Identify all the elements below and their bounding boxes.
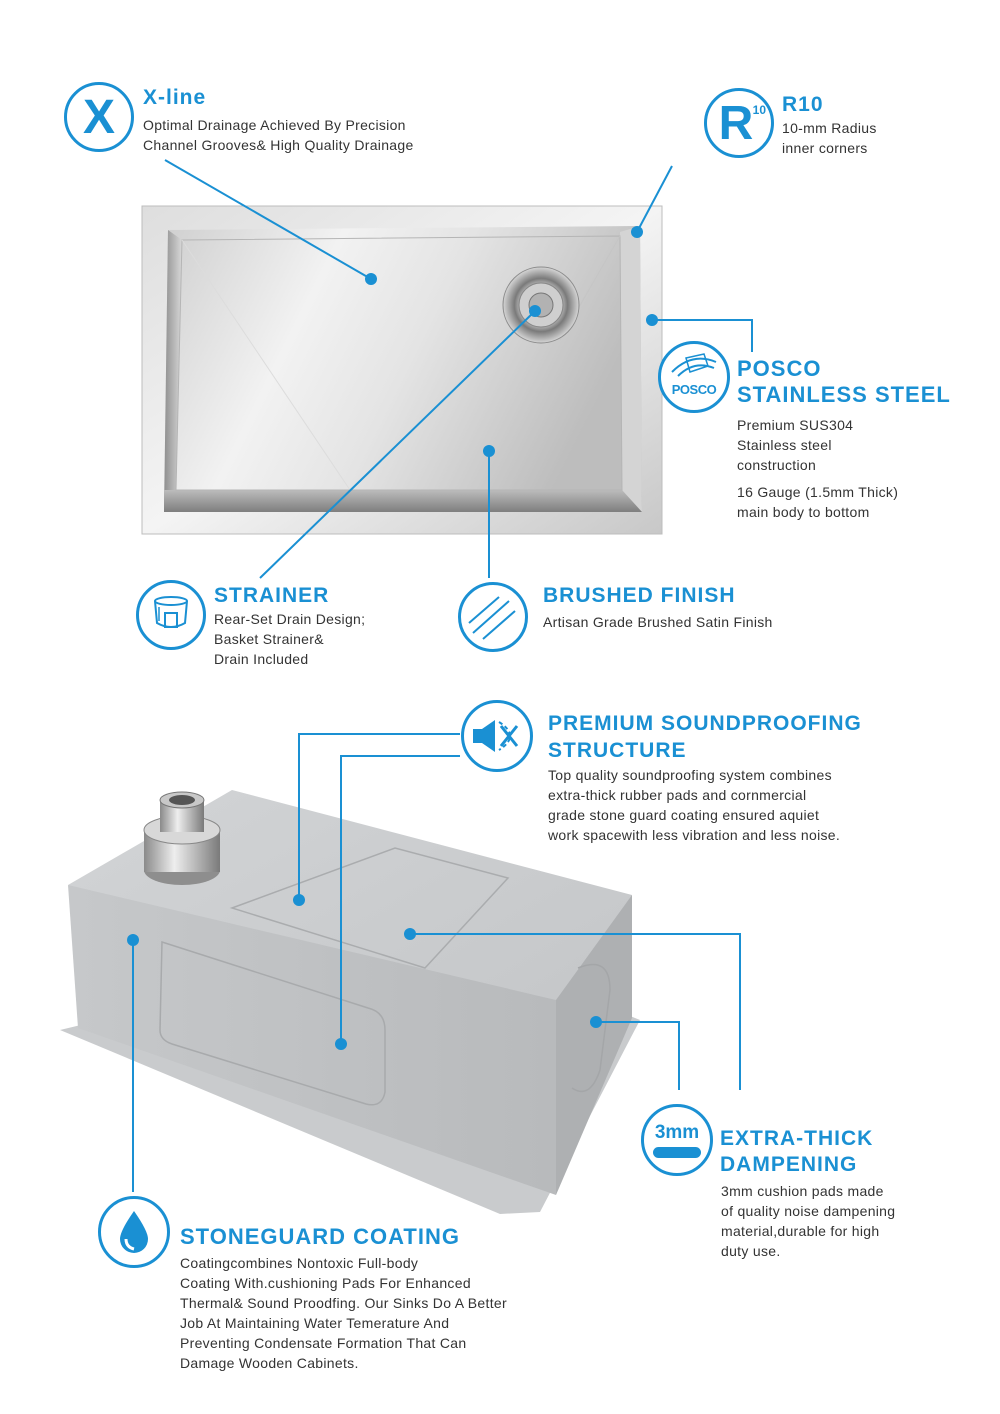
dampening-title: EXTRA-THICK DAMPENING	[720, 1126, 873, 1178]
r10-description: 10-mm Radius inner corners	[782, 118, 877, 158]
speaker-icon	[473, 720, 519, 752]
xline-title: X-line	[143, 86, 207, 109]
r-glyph: R	[718, 96, 754, 150]
dampening-desc-line: duty use.	[721, 1243, 781, 1259]
soundproof-title: PREMIUM SOUNDPROOFING STRUCTURE	[548, 710, 862, 764]
pad-bar-icon	[653, 1146, 701, 1158]
stoneguard-desc-line: Coating With.cushioning Pads For Enhance…	[180, 1275, 471, 1291]
strainer-desc-line: Drain Included	[214, 651, 309, 667]
posco-desc-line: construction	[737, 457, 817, 473]
dampening-desc-line: of quality noise dampening	[721, 1203, 896, 1219]
stoneguard-description: Coatingcombines Nontoxic Full-body Coati…	[180, 1253, 507, 1373]
posco-desc-line: Stainless steel	[737, 437, 832, 453]
xline-description: Optimal Drainage Achieved By Precision C…	[143, 115, 414, 155]
strainer-title: STRAINER	[214, 584, 330, 607]
stoneguard-desc-line: Thermal& Sound Proodfing. Our Sinks Do A…	[180, 1295, 507, 1311]
r10-desc-line: inner corners	[782, 140, 868, 156]
strainer-desc-line: Rear-Set Drain Design;	[214, 611, 366, 627]
strainer-description: Rear-Set Drain Design; Basket Strainer& …	[214, 609, 365, 669]
xline-desc-line: Channel Grooves& High Quality Drainage	[143, 137, 414, 153]
posco-desc-line: main body to bottom	[737, 504, 870, 520]
soundproof-desc-line: work spacewith less vibration and less n…	[548, 827, 841, 843]
strainer-desc-line: Basket Strainer&	[214, 631, 324, 647]
stoneguard-title: STONEGUARD COATING	[180, 1224, 460, 1249]
soundproof-desc-line: grade stone guard coating ensured aquiet	[548, 807, 820, 823]
posco-logo-icon: POSCO	[658, 341, 730, 413]
water-drop-icon	[98, 1196, 170, 1268]
posco-title-line: STAINLESS STEEL	[737, 382, 951, 407]
posco-desc-line: 16 Gauge (1.5mm Thick)	[737, 484, 899, 500]
r10-superscript: 10	[752, 103, 766, 117]
r10-title: R10	[782, 93, 824, 116]
strainer-icon	[136, 580, 206, 650]
xline-desc-line: Optimal Drainage Achieved By Precision	[143, 117, 406, 133]
brushed-description: Artisan Grade Brushed Satin Finish	[543, 614, 773, 630]
dampening-title-line: EXTRA-THICK	[720, 1127, 874, 1150]
r10-desc-line: 10-mm Radius	[782, 120, 877, 136]
posco-logo-text: POSCO	[671, 382, 717, 397]
posco-desc-line: Premium SUS304	[737, 417, 854, 433]
strainer-basket-icon	[154, 596, 188, 628]
3mm-pad-icon: 3mm	[641, 1104, 713, 1176]
dampening-desc-line: 3mm cushion pads made	[721, 1183, 884, 1199]
3mm-label: 3mm	[654, 1121, 700, 1143]
brushed-lines-icon	[458, 582, 528, 652]
stoneguard-desc-line: Coatingcombines Nontoxic Full-body	[180, 1255, 419, 1271]
brushed-title: BRUSHED FINISH	[543, 584, 736, 607]
dampening-desc-line: material,durable for high	[721, 1223, 880, 1239]
x-glyph: X	[82, 90, 115, 144]
soundproof-desc-line: extra-thick rubber pads and cornmercial	[548, 787, 807, 803]
r10-icon: R 10	[704, 88, 774, 158]
posco-description: Premium SUS304 Stainless steel construct…	[737, 415, 898, 522]
soundproof-title-line: PREMIUM SOUNDPROOFING	[548, 712, 862, 735]
dampening-description: 3mm cushion pads made of quality noise d…	[721, 1181, 895, 1261]
posco-swoosh-icon	[671, 353, 717, 377]
drop-shape-icon	[120, 1211, 148, 1253]
posco-title: POSCO STAINLESS STEEL	[737, 356, 951, 408]
posco-title-line: POSCO	[737, 356, 822, 381]
soundproof-description: Top quality soundproofing system combine…	[548, 765, 840, 845]
diagonal-lines-icon	[468, 596, 516, 640]
x-icon: X	[64, 82, 134, 152]
stoneguard-desc-line: Preventing Condensate Formation That Can	[180, 1335, 467, 1351]
speaker-mute-icon	[461, 700, 533, 772]
stoneguard-desc-line: Job At Maintaining Water Temerature And	[180, 1315, 450, 1331]
soundproof-desc-line: Top quality soundproofing system combine…	[548, 767, 832, 783]
soundproof-title-line: STRUCTURE	[548, 739, 687, 762]
dampening-title-line: DAMPENING	[720, 1153, 858, 1176]
stoneguard-desc-line: Damage Wooden Cabinets.	[180, 1355, 359, 1371]
